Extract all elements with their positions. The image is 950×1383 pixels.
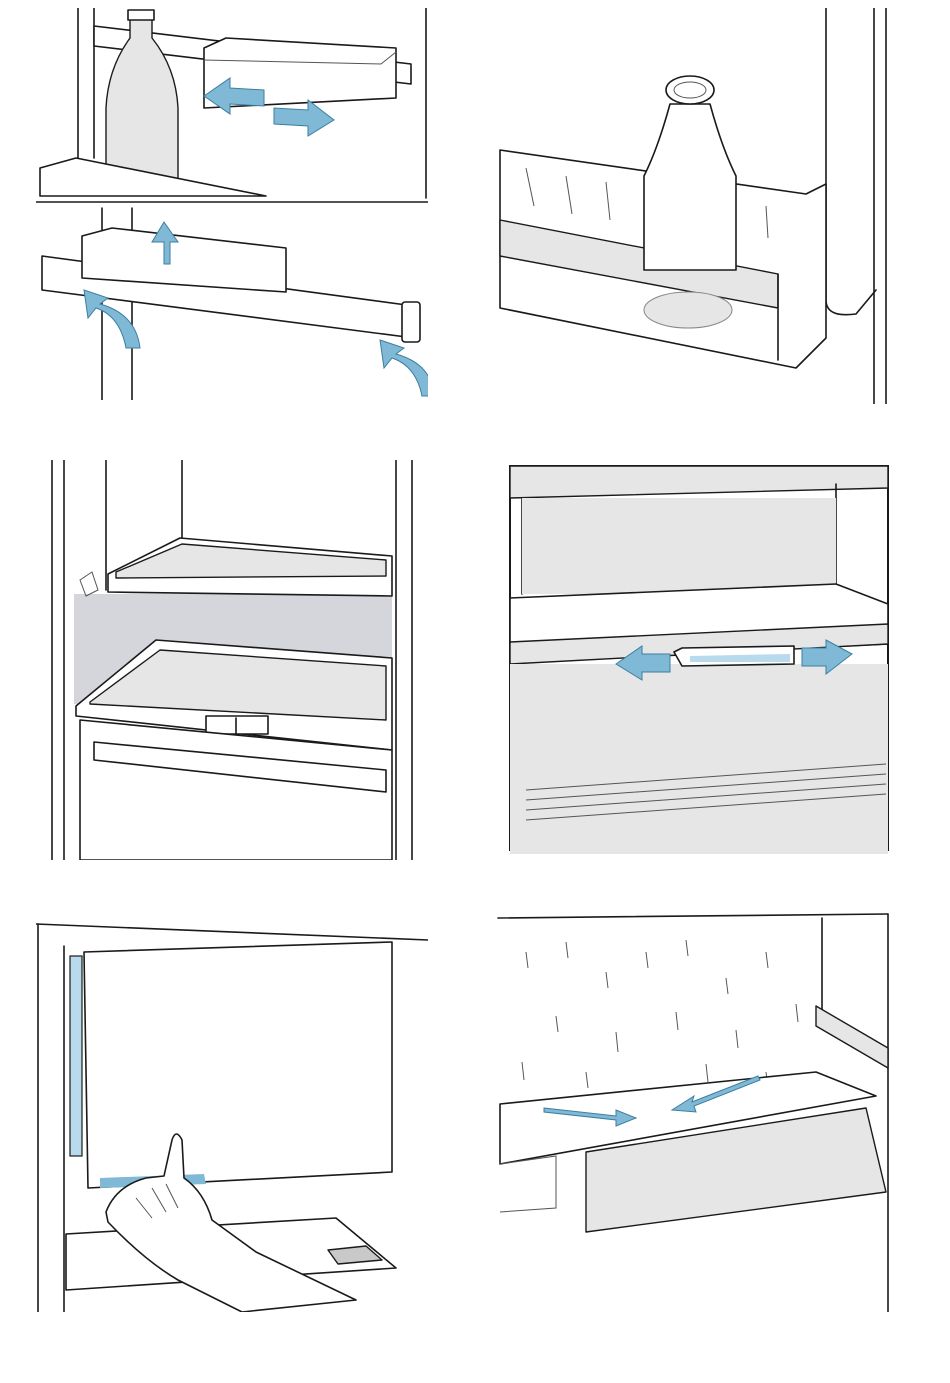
curve-arrow-right-icon [380, 340, 428, 396]
figure-door-bottle-rack [496, 8, 888, 404]
figure-defrost-water-channel [496, 912, 892, 1312]
figure-door-shelf-holder [36, 8, 428, 400]
figure-glass-shelves [46, 460, 426, 860]
figure-freezer-shelf-slider [506, 464, 890, 854]
figure-crisper-drawer-removal [36, 916, 428, 1312]
